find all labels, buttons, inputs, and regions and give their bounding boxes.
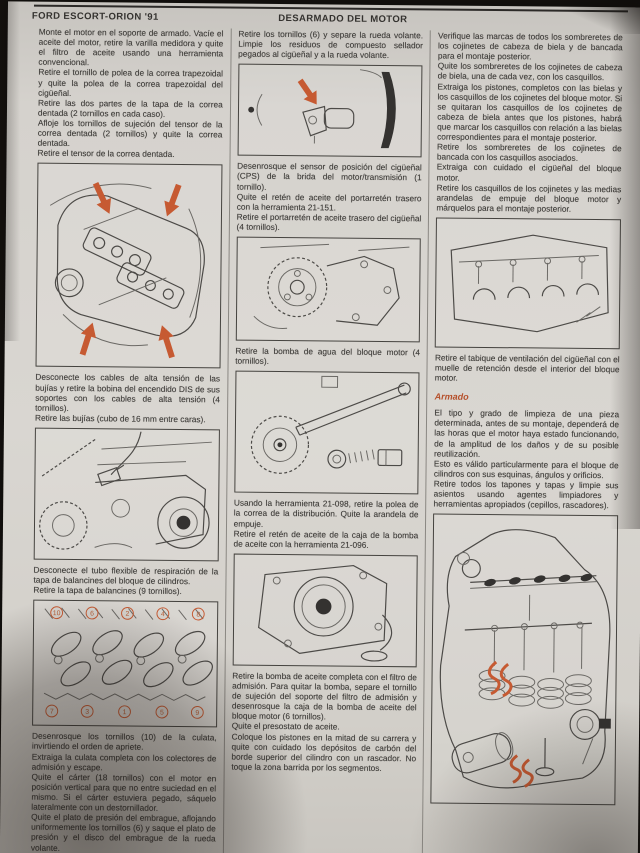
header-left-title: FORD ESCORT-ORION '91 bbox=[31, 10, 159, 23]
three-column-layout: Monte el motor en el soporte de armado. … bbox=[24, 27, 630, 853]
orange-arrow-icon bbox=[297, 78, 317, 105]
flywheel-edge bbox=[380, 72, 396, 149]
step-text: Afloje los tornillos de sujeción del ten… bbox=[37, 117, 223, 149]
figure-ignition-coil bbox=[35, 163, 223, 369]
engine-cutaway-illustration bbox=[440, 529, 612, 789]
crank-bolt bbox=[377, 449, 403, 467]
step-text: Retire el tabique de ventilación del cig… bbox=[434, 352, 620, 383]
page-header: FORD ESCORT-ORION '91 DESARMADO DEL MOTO… bbox=[32, 11, 630, 28]
bolt-order-number: 9 bbox=[195, 710, 199, 717]
step-text: Quite el retén de aceite del portarretén… bbox=[236, 191, 422, 213]
cps-sensor-illustration bbox=[247, 69, 396, 149]
step-text: Retire el retén de aceite de la caja de … bbox=[233, 528, 419, 550]
bolt-order-number: 7 bbox=[50, 709, 54, 716]
step-text: Desconecte el tubo flexible de respiraci… bbox=[33, 564, 219, 587]
orange-arrow-icon bbox=[79, 323, 97, 357]
figure-cylinder-head-bolts: 10 6 2 4 8 7 3 1 5 9 bbox=[32, 599, 218, 728]
step-text: Retire las bujías (cubo de 16 mm entre c… bbox=[34, 412, 206, 425]
figure-oil-pump bbox=[232, 553, 419, 668]
orange-arrow-icon bbox=[158, 325, 175, 359]
bearing-saddles bbox=[473, 283, 600, 300]
step-text: Verifique las marcas de todos los sombre… bbox=[437, 30, 623, 62]
figure-water-pump bbox=[235, 236, 422, 343]
bolt-order-number: 4 bbox=[161, 611, 165, 618]
oil-pump-illustration bbox=[257, 564, 392, 662]
step-text: Quite el plato de presión del embrague, … bbox=[30, 811, 216, 853]
hose-clamp bbox=[97, 464, 125, 487]
step-text: Monte el motor en el soporte de armado. … bbox=[38, 26, 224, 68]
step-text: Retire el tensor de la correa dentada. bbox=[37, 147, 175, 160]
bolt-order-number: 3 bbox=[85, 709, 89, 716]
orange-flow-arrows bbox=[488, 661, 535, 789]
oil-filter bbox=[451, 732, 514, 774]
ignition-coil-illustration bbox=[49, 182, 205, 359]
holding-tool bbox=[295, 384, 405, 429]
bolt-order-number: 8 bbox=[196, 612, 200, 619]
step-text: Esto es válido particularmente para el b… bbox=[433, 458, 619, 481]
bolt-order-number: 5 bbox=[160, 710, 164, 717]
section-heading-armado: Armado bbox=[434, 391, 469, 403]
step-text: Usando la herramienta 21-098, retire la … bbox=[233, 497, 419, 529]
timing-gear bbox=[39, 501, 88, 550]
step-text: Extraiga con cuidado el cigüeñal del blo… bbox=[436, 161, 622, 183]
bolt-order-number: 1 bbox=[123, 709, 127, 716]
column-3: Verifique las marcas de todos los sombre… bbox=[422, 30, 630, 853]
figure-engine-cutaway bbox=[430, 513, 619, 806]
coil-rail bbox=[116, 262, 185, 310]
step-text: Quite los sombreretes de los cojinetes d… bbox=[437, 60, 623, 83]
step-text: Extraiga la culata completa con los cole… bbox=[31, 751, 217, 772]
figure-crank-pulley-tool bbox=[233, 370, 420, 495]
step-text: El tipo y grado de limpieza de una pieza… bbox=[434, 407, 620, 459]
step-text: Quite el cárter (18 tornillos) con el mo… bbox=[31, 771, 217, 813]
engine-block-illustration bbox=[450, 234, 610, 333]
bolt-order-number: 10 bbox=[53, 610, 61, 617]
column-2: Retire los tornillos (6) y separe la rue… bbox=[222, 28, 431, 853]
figure-engine-block bbox=[435, 217, 621, 350]
valve bbox=[535, 738, 555, 777]
step-text: Retire los casquillos de los cojinetes y… bbox=[436, 182, 622, 214]
block-studs bbox=[475, 255, 586, 284]
step-text: Retire todos los tapones y tapas y limpi… bbox=[433, 478, 619, 511]
step-text: Retire la tapa de balancines (9 tornillo… bbox=[33, 584, 182, 597]
bolt-order-number: 2 bbox=[126, 611, 130, 618]
step-text: Coloque los pistones en la mitad de su c… bbox=[231, 731, 417, 773]
pickup-tube bbox=[379, 614, 392, 651]
step-text: Retire los tornillos (6) y separe la rue… bbox=[238, 28, 424, 61]
pump-gear bbox=[266, 257, 327, 318]
column-1: Monte el motor en el soporte de armado. … bbox=[24, 27, 231, 853]
step-text: Retire el tornillo de polea de la correa… bbox=[38, 67, 224, 98]
valve-springs bbox=[478, 669, 593, 710]
step-text: Retire la bomba de aceite completa con e… bbox=[231, 670, 417, 722]
header-spacer bbox=[450, 15, 629, 28]
cylinder-head-illustration: 10 6 2 4 8 7 3 1 5 9 bbox=[43, 606, 213, 720]
figure-caption: Retire la bomba de agua del bloque motor… bbox=[235, 345, 421, 367]
rocker-arms bbox=[50, 630, 213, 688]
step-text: Retire las dos partes de la tapa de la c… bbox=[37, 97, 223, 119]
figure-breather-hose bbox=[33, 427, 220, 562]
step-text: Retire los sombreretes de los cojinetes … bbox=[436, 141, 622, 164]
step-text: Desenrosque los tornillos (10) de la cul… bbox=[31, 730, 217, 753]
bolt-order-number: 6 bbox=[90, 611, 94, 618]
figure-cps-sensor bbox=[237, 63, 423, 158]
camshaft bbox=[457, 552, 597, 590]
timing-pulley bbox=[250, 415, 309, 475]
pulley-tool-illustration bbox=[250, 376, 411, 475]
orange-arrow-icon bbox=[164, 184, 182, 217]
header-center-title: DESARMADO DEL MOTOR bbox=[278, 12, 408, 26]
step-text: Retire el portarretén de aceite trasero … bbox=[236, 211, 422, 232]
orange-arrow-icon bbox=[92, 182, 111, 215]
crankshaft-end bbox=[569, 709, 612, 741]
sensor-body bbox=[301, 106, 327, 137]
step-text: Extraiga los pistones, completos con las… bbox=[437, 81, 623, 144]
rocker-shaft bbox=[465, 595, 593, 673]
step-text: Desconecte los cables de alta tensión de… bbox=[35, 372, 221, 413]
breather-hose-illustration bbox=[39, 431, 212, 550]
step-text: Desenrosque el sensor de posición del ci… bbox=[236, 160, 422, 192]
water-pump-illustration bbox=[253, 243, 410, 330]
